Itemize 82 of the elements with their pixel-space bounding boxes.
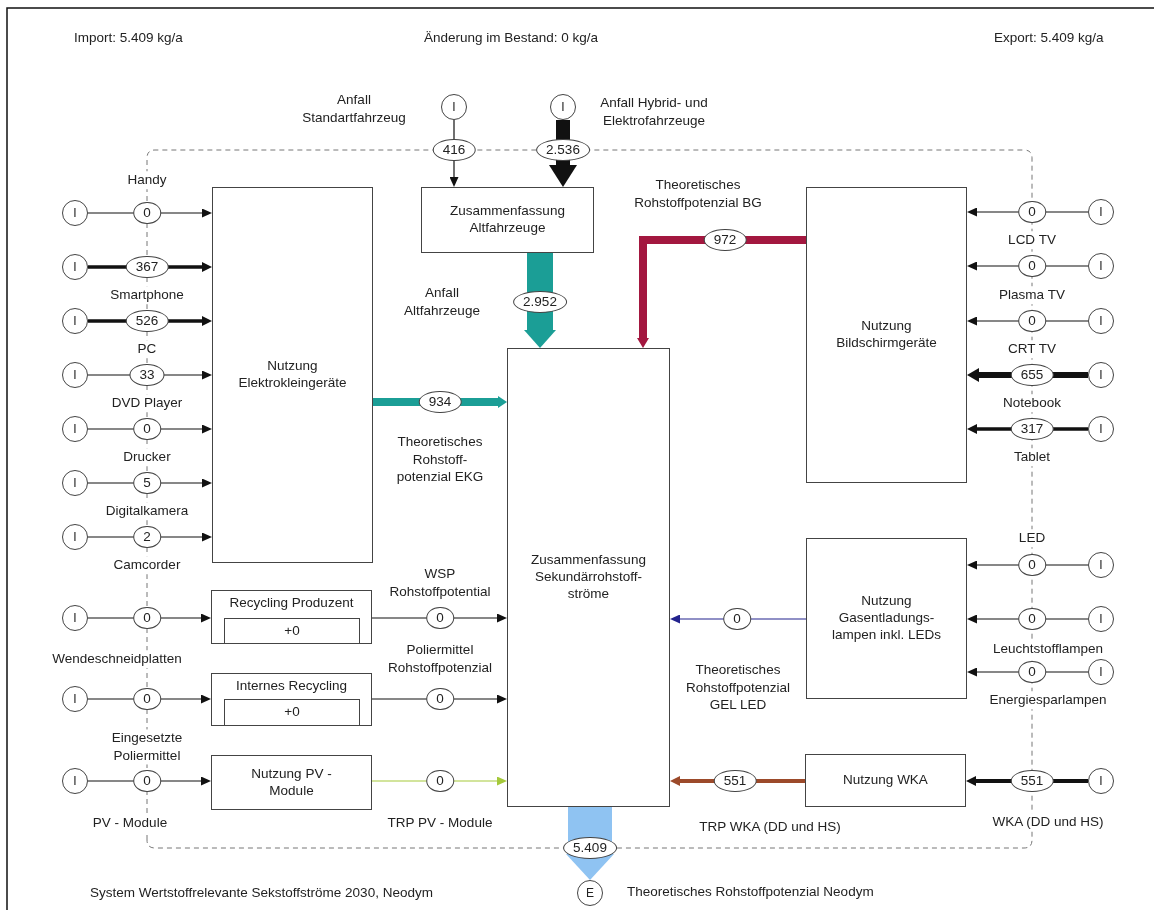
annotation-text: Plasma TV [998, 286, 1066, 304]
flow-value: 0 [723, 607, 751, 631]
flow-value: 0 [133, 201, 161, 225]
flow-value: 0 [426, 769, 454, 793]
box-heading: Internes Recycling [235, 678, 348, 695]
flow-circle: I [62, 254, 88, 280]
flow-value: 317 [1010, 417, 1054, 441]
flow-circle: I [1088, 253, 1114, 279]
flow-value: 367 [125, 255, 169, 279]
stock-box: +0 [224, 618, 360, 644]
flow-value: 0 [426, 606, 454, 630]
annotation-text: LCD TV [1007, 231, 1057, 249]
flow-value: 2.536 [536, 138, 590, 162]
flow-value: 551 [1010, 769, 1054, 793]
flow-circle: I [1088, 416, 1114, 442]
annotation-text: Digitalkamera [104, 502, 190, 520]
process-box [211, 590, 372, 644]
annotation-text: Smartphone [109, 286, 185, 304]
annotation-text: LED [1017, 529, 1047, 547]
annotation-text: Energiesparlampen [988, 691, 1108, 709]
process-box: Zusammenfassung Altfahrzeuge [421, 187, 594, 253]
flow-circle: I [62, 308, 88, 334]
flow-circle: I [1088, 199, 1114, 225]
annotation-text: WKA (DD und HS) [991, 813, 1105, 831]
flow-circle: I [1088, 659, 1114, 685]
flow-value: 2.952 [513, 290, 567, 314]
stock-box: +0 [224, 699, 360, 726]
flow-arrow [524, 253, 556, 348]
process-box: Nutzung Gasentladungs- lampen inkl. LEDs [806, 538, 967, 699]
flow-circle: I [441, 94, 467, 120]
flow-circle: I [62, 524, 88, 550]
flow-circle: E [577, 880, 603, 906]
annotation-text: Notebook [1002, 394, 1062, 412]
annotation-text: Wendeschneidplatten [51, 650, 183, 668]
process-box [211, 673, 372, 726]
flow-value: 33 [129, 363, 165, 387]
flow-circle: I [62, 200, 88, 226]
flow-value: 526 [125, 309, 169, 333]
process-box: Zusammenfassung Sekundärrohstoff- ströme [507, 348, 670, 807]
flow-circle: I [550, 94, 576, 120]
flow-circle: I [62, 362, 88, 388]
flow-circle: I [1088, 606, 1114, 632]
process-box: Nutzung WKA [805, 754, 966, 807]
annotation-text: Änderung im Bestand: 0 kg/a [423, 29, 600, 47]
flow-circle: I [62, 605, 88, 631]
flow-value: 5 [133, 471, 161, 495]
flow-value: 0 [1018, 607, 1046, 631]
flow-circle: I [62, 416, 88, 442]
process-box: Nutzung Elektrokleingeräte [212, 187, 373, 563]
flow-value: 934 [418, 390, 462, 414]
flow-circle: I [1088, 552, 1114, 578]
flow-value: 416 [432, 138, 476, 162]
flow-value: 0 [133, 687, 161, 711]
flow-value: 0 [133, 769, 161, 793]
flow-value: 0 [133, 417, 161, 441]
flow-circle: I [1088, 768, 1114, 794]
flow-value: 0 [1018, 553, 1046, 577]
annotation-text: DVD Player [110, 394, 184, 412]
annotation-text: CRT TV [1007, 340, 1057, 358]
flow-value: 0 [1018, 660, 1046, 684]
flow-circle: I [62, 470, 88, 496]
flow-circle: I [1088, 362, 1114, 388]
process-box: Nutzung Bildschirmgeräte [806, 187, 967, 483]
annotation-text: Leuchtstofflampen [991, 640, 1105, 658]
flow-value: 0 [1018, 200, 1046, 224]
flow-value: 0 [133, 606, 161, 630]
flow-value: 0 [1018, 309, 1046, 333]
process-box: Nutzung PV - Module [211, 755, 372, 810]
flow-value: 2 [133, 525, 161, 549]
flow-circle: I [62, 686, 88, 712]
flow-value: 972 [703, 228, 747, 252]
flow-value: 0 [426, 687, 454, 711]
box-heading: Recycling Produzent [229, 595, 354, 612]
flow-value: 655 [1010, 363, 1054, 387]
annotation-text: Tablet [1013, 448, 1051, 466]
flow-value: 0 [1018, 254, 1046, 278]
flow-value: 551 [713, 769, 757, 793]
flow-circle: I [62, 768, 88, 794]
annotation-text: Handy [126, 171, 168, 189]
flow-circle: I [1088, 308, 1114, 334]
annotation-text: PV - Module [91, 814, 169, 832]
flow-arrow [549, 120, 577, 187]
